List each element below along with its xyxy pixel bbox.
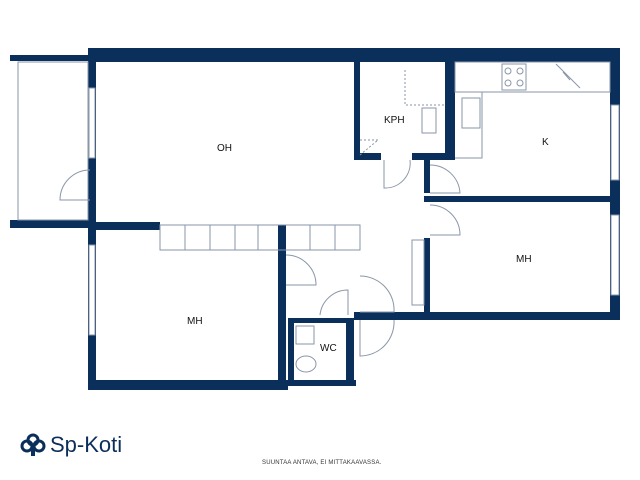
room-label-oh: OH <box>217 143 232 154</box>
room-label-k: K <box>542 137 549 148</box>
sp-koti-logo: Sp-Koti <box>20 432 122 458</box>
room-label-mh-left: MH <box>187 316 203 327</box>
logo-text: Sp-Koti <box>50 432 123 457</box>
room-label-mh-right: MH <box>516 254 532 265</box>
fixtures <box>17 61 611 373</box>
windows <box>88 87 620 336</box>
disclaimer: SUUNTAA ANTAVA, EI MITTAKAAVASSA. <box>262 460 382 466</box>
room-label-wc: WC <box>320 343 337 354</box>
tree-icon <box>20 433 46 456</box>
walls <box>10 48 620 390</box>
room-label-kph: KPH <box>384 115 405 126</box>
